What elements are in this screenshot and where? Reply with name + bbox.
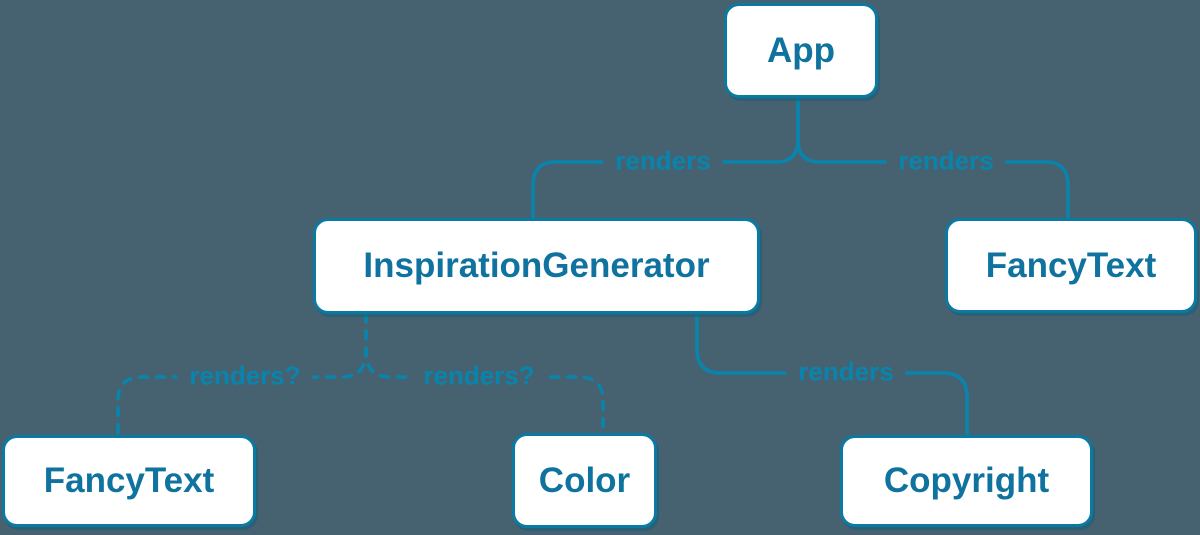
node-fancy-text-bottom-label: FancyText — [43, 461, 215, 500]
node-fancy-text-top: FancyText — [945, 218, 1197, 313]
node-copyright: Copyright — [840, 435, 1093, 527]
node-inspiration-generator: InspirationGenerator — [313, 218, 760, 314]
edge-label-inspirationgenerator-copyright: renders — [786, 355, 906, 389]
node-color: Color — [512, 433, 657, 528]
node-color-label: Color — [538, 460, 631, 500]
node-fancy-text-bottom: FancyText — [2, 435, 256, 527]
node-copyright-label: Copyright — [883, 461, 1050, 500]
node-inspiration-generator-label: InspirationGenerator — [363, 246, 710, 285]
edge-label-app-fancytext: renders — [886, 144, 1006, 178]
node-app-label: App — [766, 30, 836, 70]
node-fancy-text-top-label: FancyText — [985, 245, 1157, 285]
edge-label-inspirationgenerator-fancytext: renders? — [177, 359, 313, 393]
node-app: App — [724, 3, 878, 98]
edge-label-inspirationgenerator-color: renders? — [411, 359, 547, 393]
edge-label-app-inspirationgenerator: renders — [603, 144, 723, 178]
